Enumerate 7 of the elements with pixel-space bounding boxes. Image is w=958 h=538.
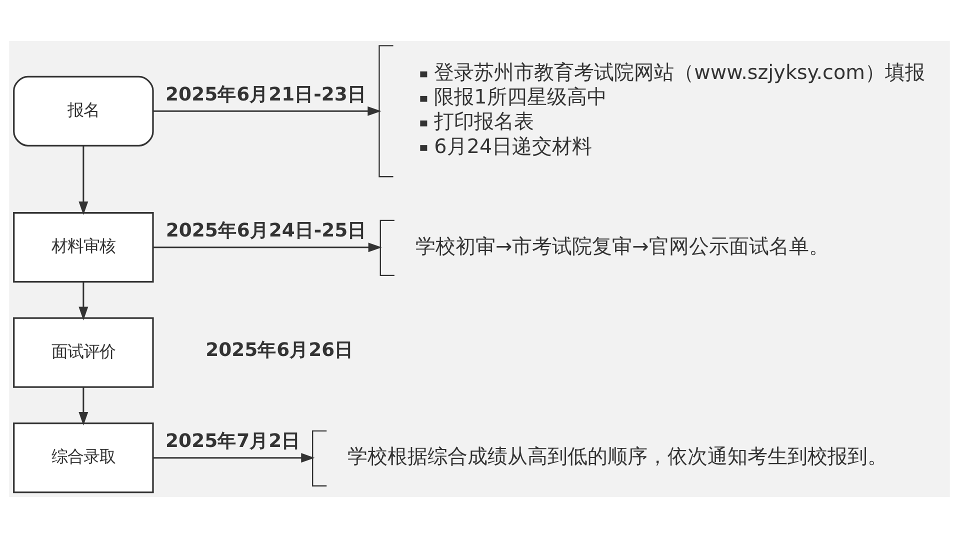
edge-label: 2025年7月2日 [165,431,300,452]
edge-label: 2025年6月21日-23日 [165,84,366,106]
node-text: 学校初审→市考试院复审→官网公示面试名单。 [414,234,828,258]
node-text: 登录苏州市教育考试院网站（www.szjyksy.com）填报 限报1所四星级高中 打印报名表 6月24日递交材料 [434,61,924,158]
node-label: 2025年6月26日 [205,340,354,361]
node-text: 学校根据综合成绩从高到低的顺序，依次通知考生到校报到。 [347,445,888,468]
edge-label: 2025年6月24日-25日 [165,220,366,242]
